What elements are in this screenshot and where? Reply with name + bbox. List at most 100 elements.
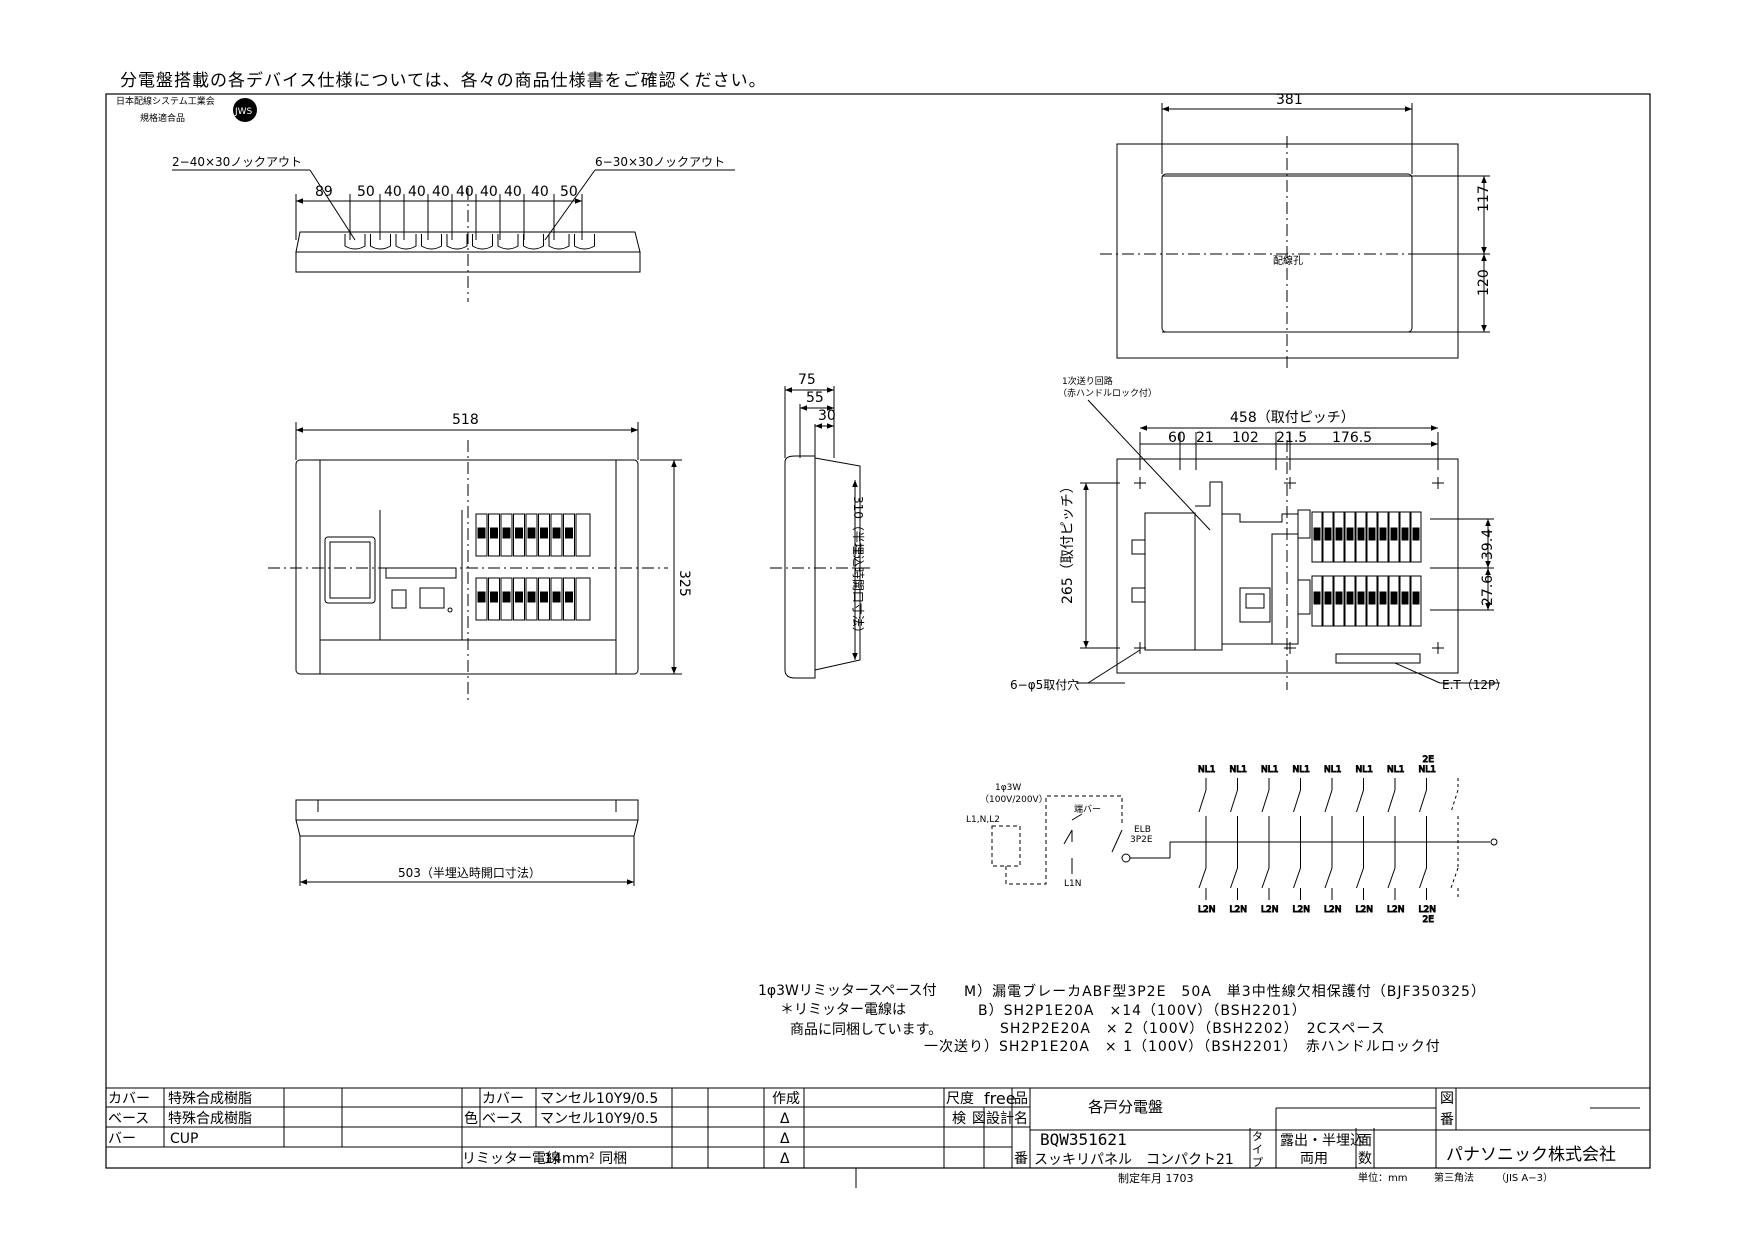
title-block [106, 1087, 1650, 1188]
interior-breaker-0-5 [1366, 511, 1378, 563]
zu-label: 図 [1440, 1091, 1454, 1107]
branch-bottom-switch-8 [1450, 867, 1459, 889]
interior-dim-3: 21.5 [1276, 430, 1307, 446]
interior-breaker-handle-1-5 [1368, 591, 1376, 605]
interior-breaker-0-2 [1333, 511, 1345, 563]
front-space-1 [575, 577, 591, 621]
front-breaker-0-0 [475, 513, 488, 557]
interior-dim-2: 102 [1232, 430, 1259, 446]
spec-line-1: B）SH2P1E20A ×14（100V）（BSH2201） [978, 1003, 1307, 1019]
mat-label-0: カバー [108, 1091, 150, 1107]
face-label-1: 数 [1358, 1151, 1372, 1167]
wiring-voltage: （100V/200V） [980, 794, 1048, 805]
ban-label: 番 [1014, 1151, 1028, 1167]
branch-bottom-switch-2 [1261, 867, 1270, 889]
branch-bottom-label-6: L2N [1387, 905, 1404, 915]
branch-top-switch-1 [1230, 789, 1238, 813]
front-breaker-handle-1-6 [552, 591, 561, 603]
branch-top-switch-7 [1419, 789, 1427, 813]
interior-breaker-handle-0-0 [1313, 527, 1321, 541]
interior-breaker-0-8 [1399, 511, 1411, 563]
branch-bottom-label-1: L2N [1230, 905, 1247, 915]
scale-label: 尺度 [946, 1091, 974, 1107]
hin-label: 品 [1014, 1091, 1028, 1107]
check-ken: 検 [952, 1111, 966, 1127]
interior-breaker-1-7 [1388, 575, 1400, 627]
branch-top-switch-4 [1324, 789, 1333, 813]
interior-breaker-handle-0-2 [1335, 527, 1343, 541]
front-space-0 [575, 513, 591, 557]
interior-note1: 1次送り回路 [1062, 375, 1113, 387]
projection-label: 第三角法 [1434, 1171, 1474, 1184]
standard-label: （JIS A−3） [1496, 1172, 1553, 1184]
interior-breaker-1-4 [1355, 575, 1367, 627]
interior-breaker-handle-0-5 [1368, 527, 1376, 541]
interior-breaker-handle-1-7 [1390, 591, 1398, 605]
interior-breaker-handle-1-6 [1379, 591, 1387, 605]
front-breaker-handle-1-1 [490, 591, 498, 603]
limiter-line1: 1φ3Wリミッタースペース付 [758, 983, 937, 999]
limiter-label: リミッター電線 [462, 1151, 560, 1167]
bottom-view: 503（半埋込時開口寸法） [295, 799, 639, 886]
type-value-1: 両用 [1300, 1151, 1328, 1167]
side-opening: 310（半埋込時開口寸法） [851, 496, 865, 639]
color-value-0: マンセル10Y9/0.5 [540, 1091, 658, 1107]
front-breaker-0-5 [538, 513, 550, 557]
interior-pitch-h: 265（取付ピッチ） [1060, 479, 1076, 604]
branch-bottom-extra: 2E [1423, 915, 1435, 925]
top-dim-2: 40 [384, 184, 402, 200]
branch-bottom-label-3: L2N [1293, 905, 1310, 915]
branch-bottom-label-0: L2N [1198, 905, 1215, 915]
interior-breaker-handle-0-9 [1412, 527, 1420, 541]
face-label-0: 面 [1358, 1133, 1372, 1149]
mat-label-1: ベース [108, 1111, 149, 1127]
branch-top-label-2: NL1 [1261, 765, 1278, 775]
back-h117: 117 [1476, 185, 1492, 212]
scale-value: free [984, 1089, 1016, 1108]
interior-breaker-handle-0-7 [1390, 527, 1398, 541]
mei-label: 名 [1014, 1111, 1028, 1127]
interior-breaker-1-2 [1333, 575, 1345, 627]
front-breaker-0-6 [550, 513, 563, 557]
spec-line-3: 一次送り）SH2P1E20A × 1（100V）（BSH2201） 赤ハンドルロ… [924, 1039, 1441, 1055]
interior-et: E.T（12P） [1442, 678, 1507, 692]
interior-breaker-handle-1-9 [1412, 591, 1420, 605]
interior-breaker-1-9 [1410, 575, 1422, 627]
branch-top-switch-5 [1356, 789, 1364, 813]
branch-bottom-switch-5 [1356, 867, 1364, 889]
front-width: 518 [452, 412, 479, 428]
branch-bottom-switch-7 [1419, 867, 1427, 889]
front-breaker-0-2 [500, 513, 513, 557]
product-code: BQW351621 [1040, 1130, 1127, 1149]
interior-breaker-handle-1-2 [1335, 591, 1343, 605]
interior-breaker-handle-1-3 [1346, 591, 1354, 605]
spec-line-0: M）漏電ブレーカABF型3P2E 50A 単3中性線欠相保護付（BJF35032… [964, 983, 1486, 1000]
branch-top-label-3: NL1 [1293, 765, 1310, 775]
branch-bottom-switch-0 [1198, 867, 1207, 889]
branch-bottom-label-4: L2N [1324, 905, 1341, 915]
wiring-elb: ELB [1134, 825, 1151, 835]
side-depth-30: 30 [818, 408, 836, 424]
spec-notice: 分電盤搭載の各デバイス仕様については、各々の商品仕様書をご確認ください。 [120, 71, 767, 91]
interior-breaker-0-3 [1344, 511, 1356, 563]
branch-bottom-label-7: L2N [1419, 905, 1436, 915]
branch-top-switch-3 [1293, 789, 1301, 813]
delta-0: Δ [780, 1111, 790, 1127]
interior-pitch-w: 458（取付ピッチ） [1230, 410, 1355, 426]
front-breaker-handle-0-3 [515, 527, 523, 539]
knockout-8 [548, 234, 570, 250]
front-breaker-handle-0-4 [527, 527, 536, 539]
limiter-line2: ＊リミッター電線は [780, 1002, 906, 1018]
cert-line1: 日本配線システム工業会 [116, 95, 215, 107]
top-dim-4: 40 [432, 184, 450, 200]
front-breaker-1-2 [500, 577, 513, 621]
front-breaker-handle-0-2 [502, 527, 511, 539]
color-label-1: ベース [482, 1111, 523, 1127]
branch-bottom-switch-3 [1293, 867, 1301, 889]
knockout-7 [523, 234, 544, 250]
zuban-label: 番 [1440, 1112, 1454, 1128]
top-dim-6: 40 [480, 184, 498, 200]
branch-bottom-label-5: L2N [1356, 905, 1373, 915]
interior-breaker-1-6 [1377, 575, 1389, 627]
limiter-line3: 商品に同梱しています。 [790, 1022, 942, 1038]
